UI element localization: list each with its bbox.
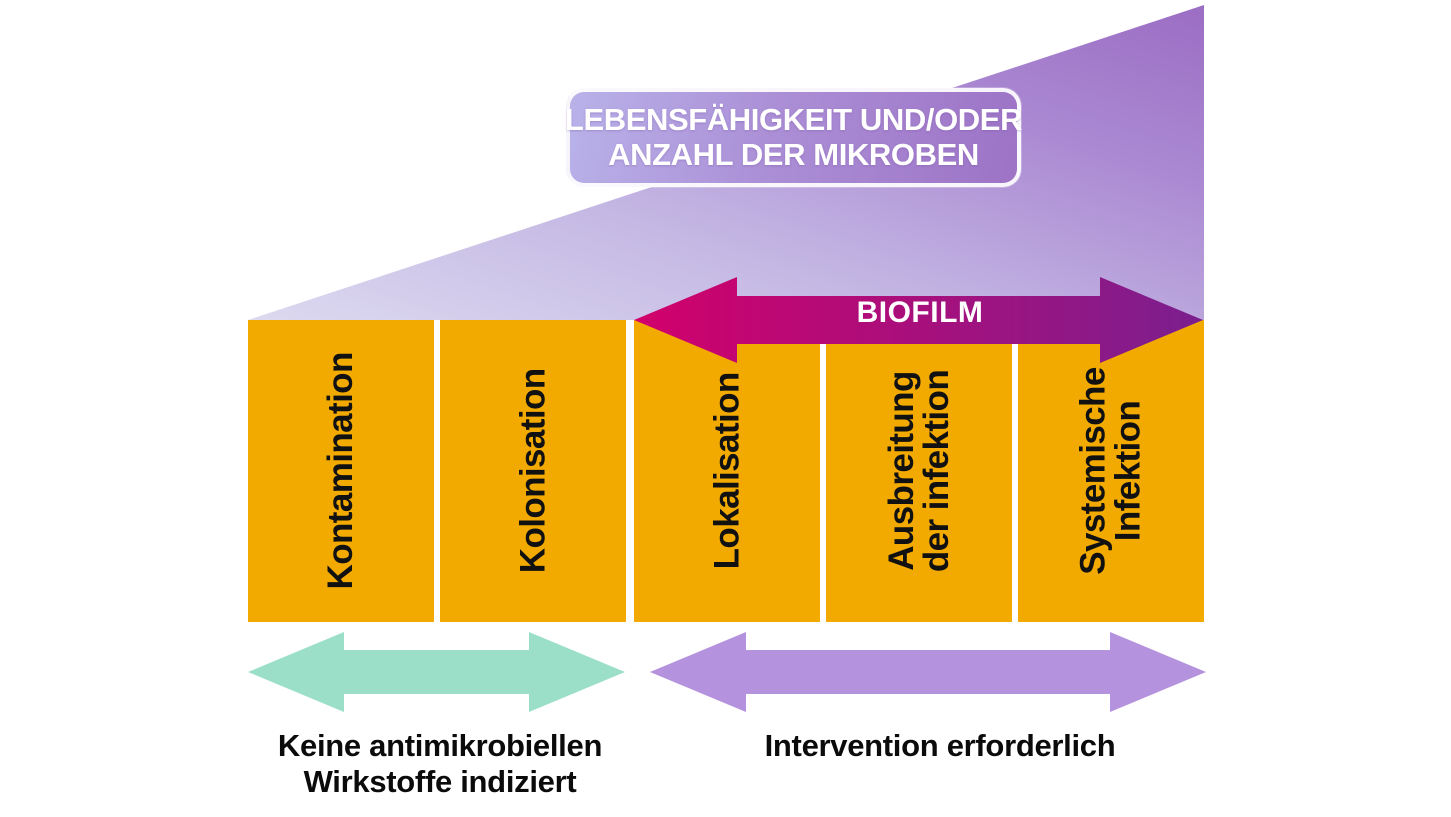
caption-no-antimicrobials: Keine antimikrobiellen Wirkstoffe indizi… bbox=[200, 728, 680, 800]
stage-box-ausbreitung[interactable]: Ausbreitung der infektion bbox=[826, 320, 1012, 622]
stage-box-kolonisation[interactable]: Kolonisation bbox=[440, 320, 626, 622]
title-line-2: ANZAHL DER MIKROBEN bbox=[608, 136, 979, 172]
caption-no-antimicrobials-line2: Wirkstoffe indiziert bbox=[303, 763, 577, 799]
caption-intervention-line1: Intervention erforderlich bbox=[764, 728, 1116, 763]
caption-intervention-required: Intervention erforderlich bbox=[660, 728, 1220, 764]
title-line-1: LEBENSFÄHIGKEIT UND/ODER bbox=[564, 101, 1023, 137]
title-plate-text: LEBENSFÄHIGKEIT UND/ODER ANZAHL DER MIKR… bbox=[553, 101, 1034, 172]
arrow-no-antimicrobials bbox=[248, 632, 625, 712]
stage-box-systemische-infektion[interactable]: Systemische Infektion bbox=[1018, 320, 1204, 622]
stage-box-lokalisation[interactable]: Lokalisation bbox=[634, 320, 820, 622]
arrow-intervention-required bbox=[650, 632, 1206, 712]
caption-no-antimicrobials-line1: Keine antimikrobiellen bbox=[277, 728, 603, 763]
stage-box-kontamination[interactable]: Kontamination bbox=[248, 320, 434, 622]
title-plate: LEBENSFÄHIGKEIT UND/ODER ANZAHL DER MIKR… bbox=[565, 88, 1022, 187]
